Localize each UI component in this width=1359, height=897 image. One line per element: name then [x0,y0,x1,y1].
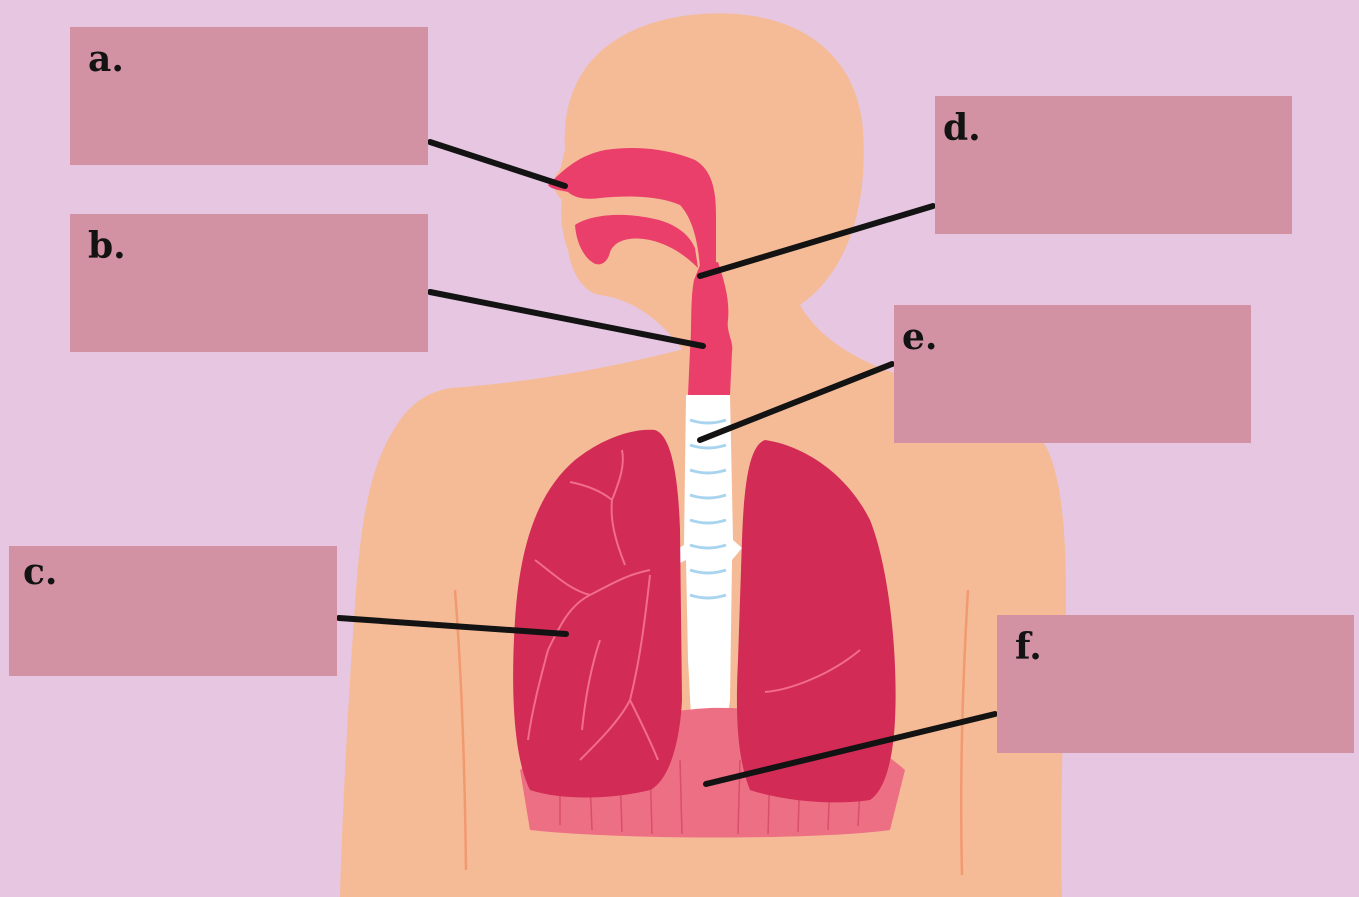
label-box-b[interactable]: b. [70,214,428,352]
label-letter-c: c. [23,554,57,590]
label-box-f[interactable]: f. [997,615,1354,753]
label-box-d[interactable]: d. [935,96,1292,234]
label-box-a[interactable]: a. [70,27,428,165]
label-box-c[interactable]: c. [9,546,337,676]
label-letter-e: e. [902,319,937,355]
label-letter-b: b. [88,228,126,264]
label-letter-f: f. [1015,629,1042,665]
label-box-e[interactable]: e. [894,305,1251,443]
label-letter-d: d. [943,110,981,146]
leader-line-a [430,142,565,186]
label-letter-a: a. [88,41,124,77]
